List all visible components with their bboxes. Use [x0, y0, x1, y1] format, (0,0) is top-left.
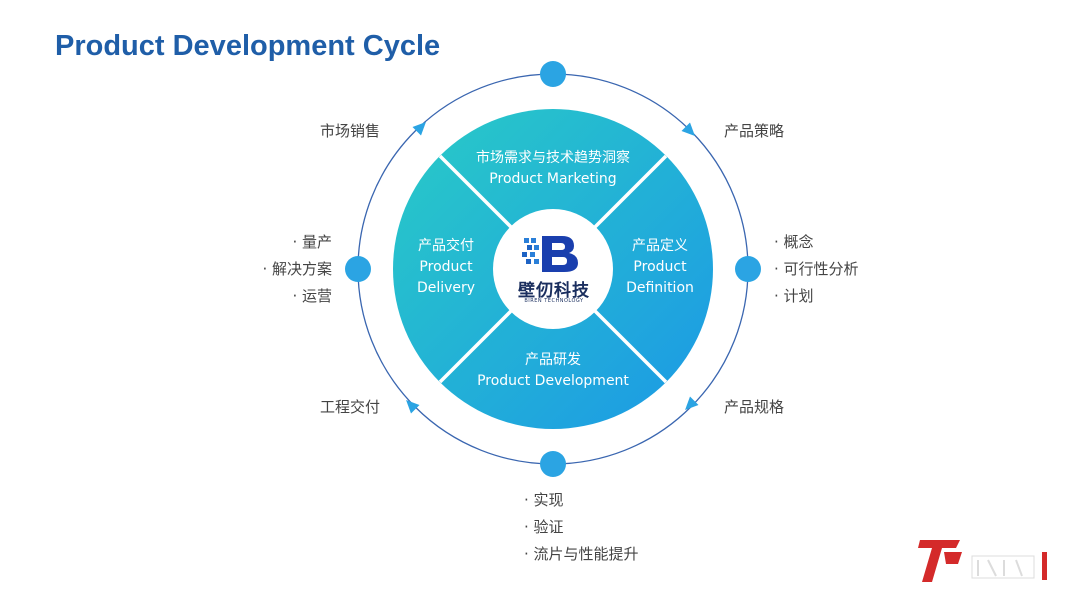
list-bottom: · 实现 · 验证 · 流片与性能提升 [524, 487, 639, 568]
biren-logo-subtitle: BIREN TECHNOLOGY [524, 298, 584, 304]
segment-right-line3: Definition [626, 280, 694, 296]
segment-top-text: 市场需求与技术趋势洞察 Product Marketing [453, 148, 653, 190]
corner-logo-icon [918, 540, 1047, 582]
ring-node-bottom [540, 451, 566, 477]
list-item: · 计划 [774, 287, 814, 305]
list-left: · 量产 · 解决方案 · 运营 [262, 229, 332, 310]
list-item: · 概念 [774, 233, 814, 251]
arrow-icon [406, 400, 420, 414]
list-right: · 概念 · 可行性分析 · 计划 [774, 229, 859, 310]
biren-logo: 壁仞科技 BIREN TECHNOLOGY [494, 230, 614, 306]
segment-bottom-line1: 产品研发 [525, 352, 581, 368]
segment-right-line1: 产品定义 [632, 238, 688, 254]
segment-bottom-text: 产品研发 Product Development [453, 350, 653, 392]
arrow-icon [685, 396, 699, 410]
list-item: · 实现 [524, 491, 564, 509]
ring-node-right [735, 256, 761, 282]
list-item: · 量产 [292, 233, 332, 251]
corner-watermark-logo [918, 536, 1068, 586]
segment-right-text: 产品定义 Product Definition [614, 236, 706, 299]
segment-right-line2: Product [633, 259, 687, 275]
arrow-icon [412, 122, 426, 136]
list-item: · 验证 [524, 518, 564, 536]
page-title: Product Development Cycle [55, 30, 441, 62]
arc-label-top-left: 市场销售 [320, 122, 381, 140]
arc-label-bottom-left: 工程交付 [320, 398, 381, 416]
segment-left-text: 产品交付 Product Delivery [400, 236, 492, 299]
list-item: · 流片与性能提升 [524, 545, 639, 563]
arc-label-top-right: 产品策略 [724, 122, 785, 140]
ring-node-top [540, 61, 566, 87]
segment-top-line2: Product Marketing [489, 171, 617, 187]
arrow-icon [681, 122, 695, 136]
biren-logo-mark-icon [522, 236, 578, 272]
list-item: · 解决方案 [262, 260, 332, 278]
list-item: · 可行性分析 [774, 260, 859, 278]
segment-bottom-line2: Product Development [477, 373, 629, 389]
segment-left-line1: 产品交付 [418, 238, 474, 254]
segment-top-line1: 市场需求与技术趋势洞察 [476, 150, 630, 166]
arc-label-bottom-right: 产品规格 [724, 398, 785, 416]
biren-logo-name: 壁仞科技 [518, 281, 590, 301]
segment-left-line2: Product [419, 259, 473, 275]
ring-node-left [345, 256, 371, 282]
list-item: · 运营 [292, 287, 332, 305]
segment-left-line3: Delivery [416, 280, 476, 296]
